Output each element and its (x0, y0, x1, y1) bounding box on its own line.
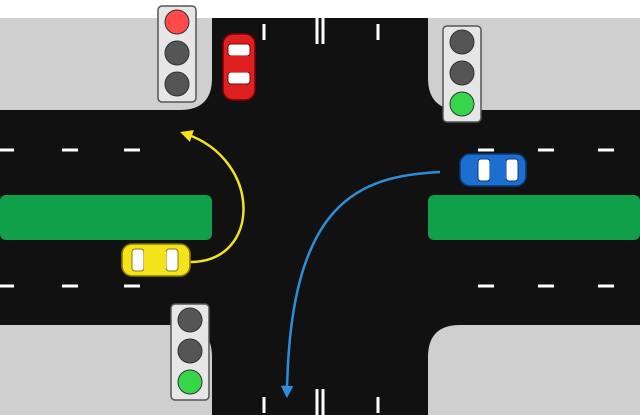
signal-green-lit (449, 91, 475, 117)
signal-amber-off (449, 60, 475, 86)
signal-amber-off (164, 40, 190, 66)
sidewalk-bottom-right (428, 325, 640, 415)
blue-turn-path (280, 170, 441, 399)
signal-amber-off (177, 338, 203, 364)
yellow-turn-path (180, 130, 245, 264)
median-right (428, 195, 640, 240)
signal-red-off (449, 29, 475, 55)
blue-car (459, 153, 527, 187)
traffic-light-top-right (442, 25, 482, 123)
signal-red-lit (164, 9, 190, 35)
yellow-car (121, 243, 191, 277)
lane-markings (0, 18, 614, 415)
red-car (222, 33, 256, 101)
signal-green-off (164, 71, 190, 97)
signal-red-off (177, 307, 203, 333)
traffic-light-bottom-left (170, 303, 210, 401)
signal-green-lit (177, 369, 203, 395)
median-left (0, 195, 212, 240)
traffic-light-top-left (157, 5, 197, 103)
